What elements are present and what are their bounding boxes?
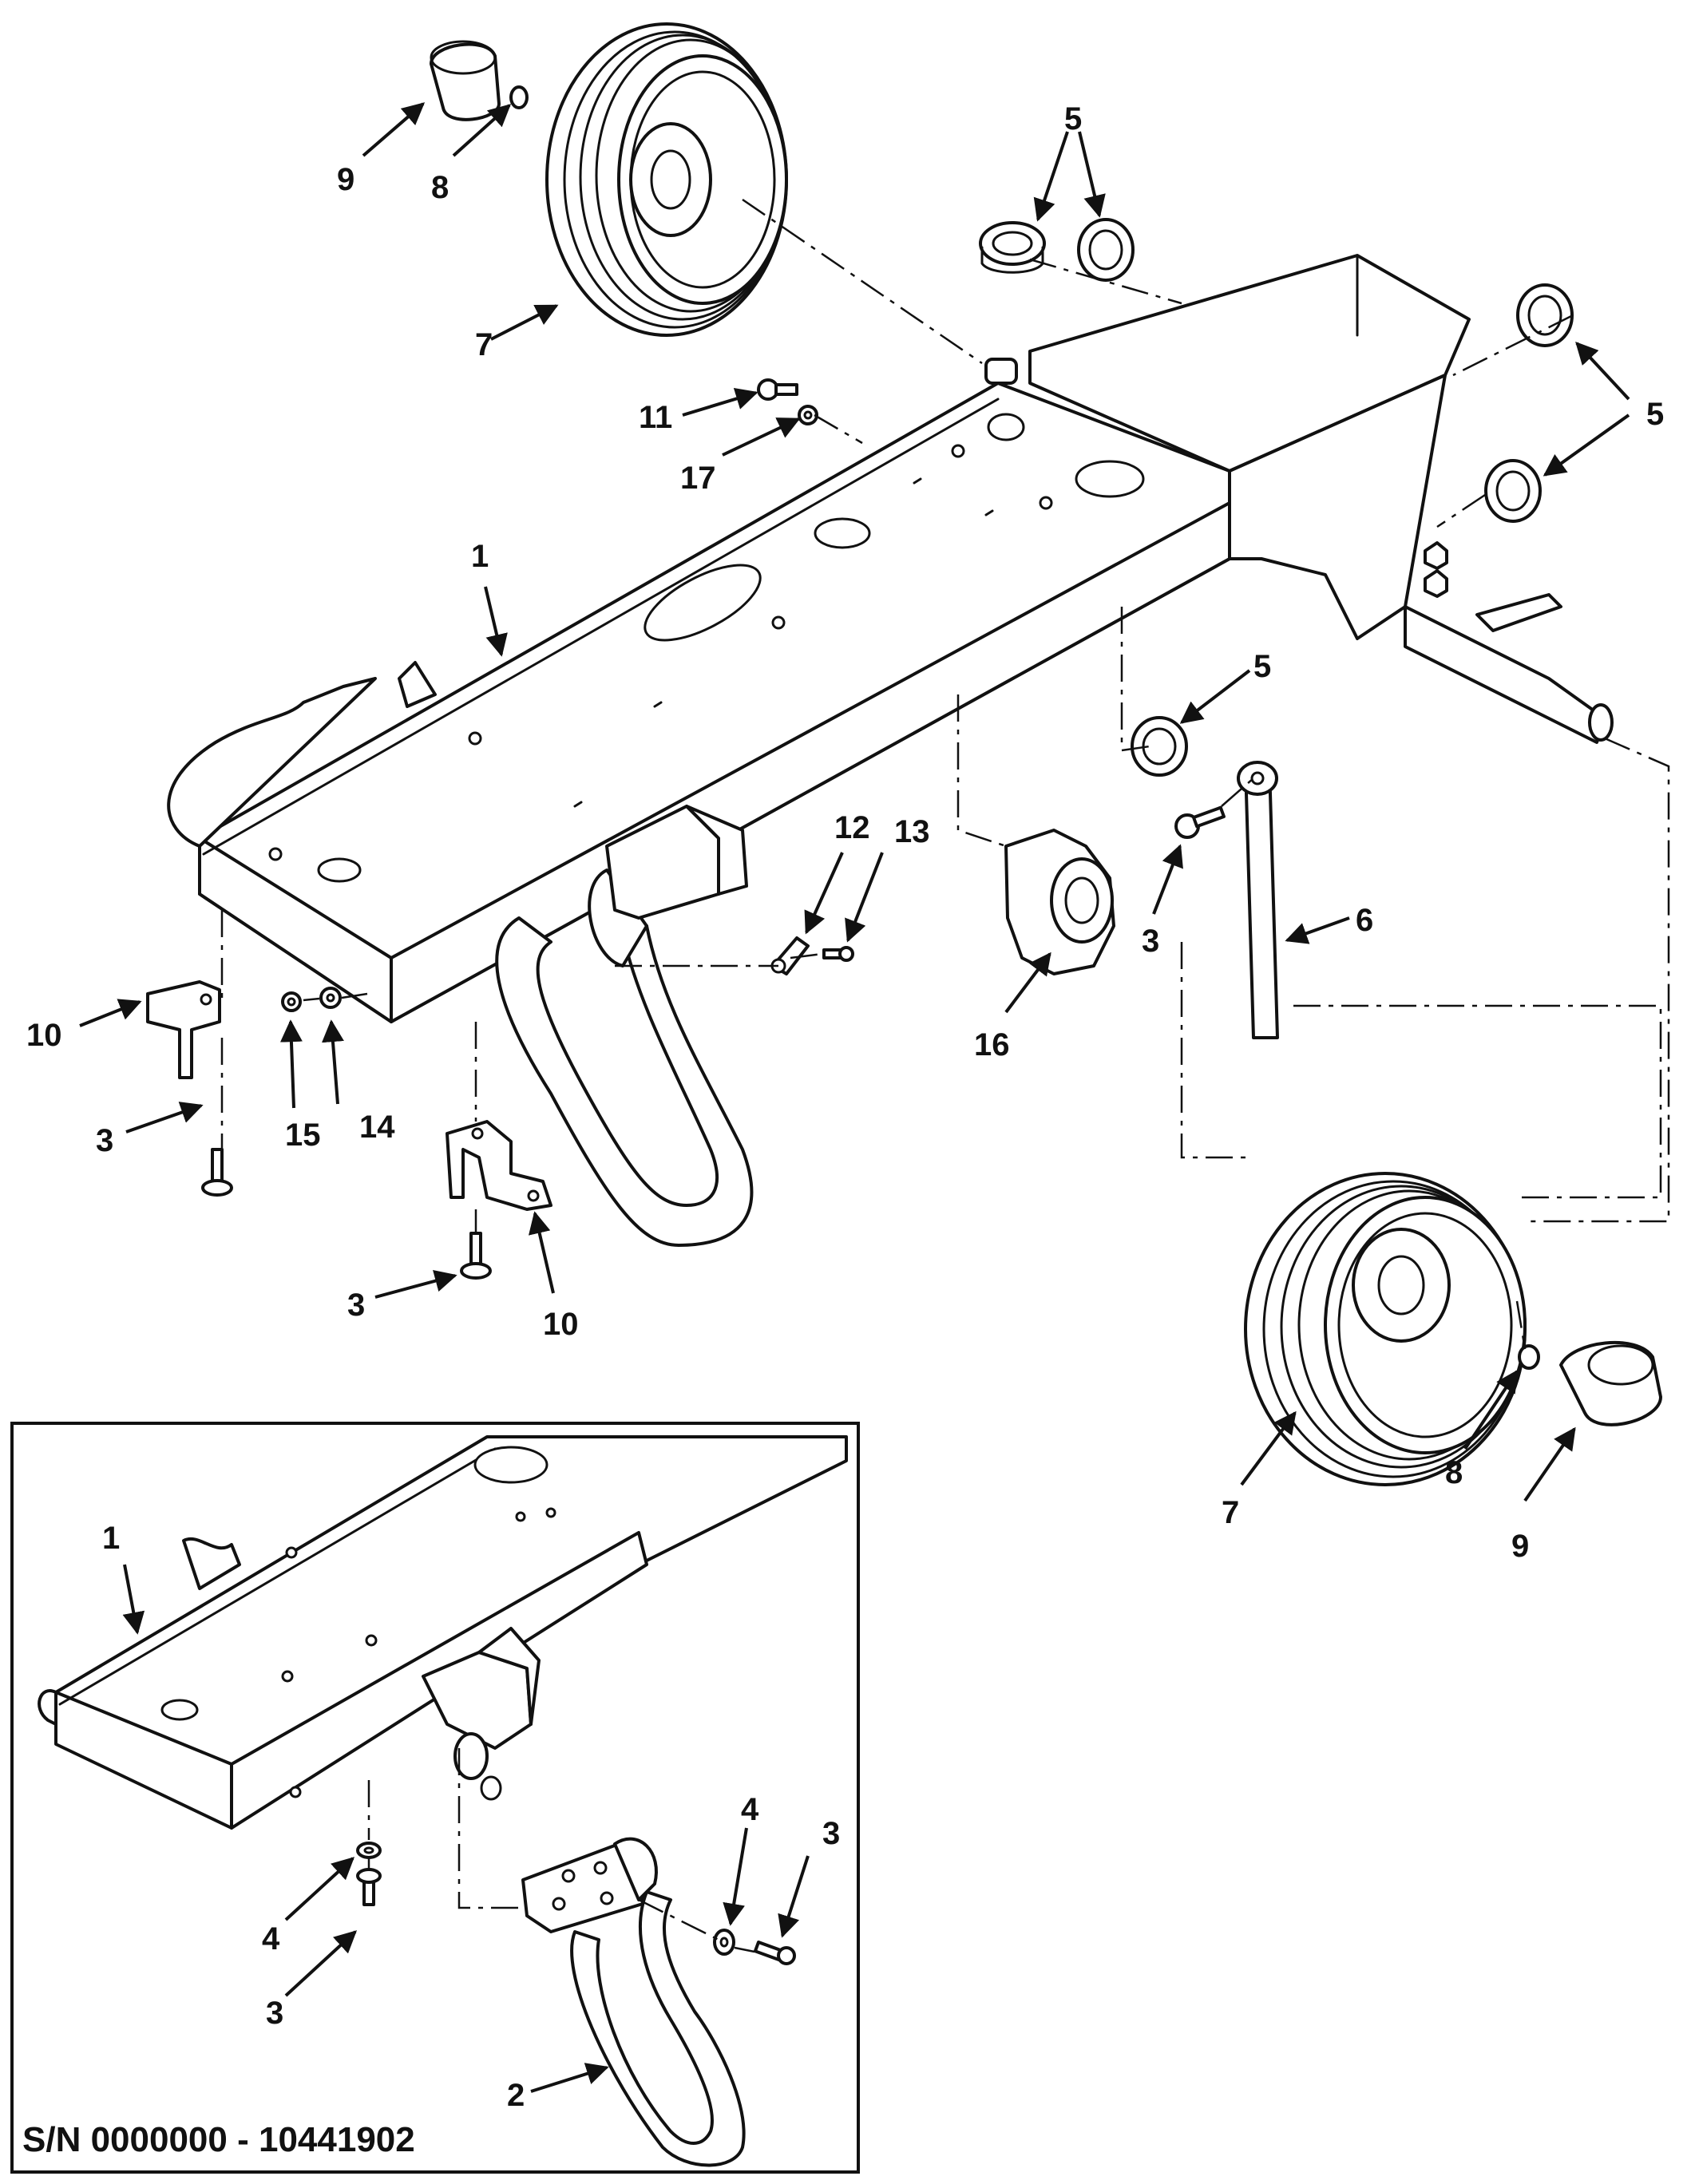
callout-10-bottom: 10: [543, 1307, 579, 1342]
bolt-11: [757, 378, 798, 401]
hub-cap-9-top: [430, 40, 501, 121]
inset-washer-left: [356, 1842, 382, 1859]
rear-axle-housing: [984, 254, 1614, 744]
callout-inset-3-right: 3: [822, 1816, 840, 1851]
callout-14: 14: [359, 1110, 395, 1145]
callout-inset-2: 2: [507, 2078, 525, 2113]
serial-number-range: S/N 0000000 - 10441902: [22, 2120, 415, 2159]
callout-15: 15: [285, 1118, 321, 1153]
callout-9-bottom: 9: [1511, 1529, 1529, 1564]
inset-bolt-right: [753, 1941, 796, 1965]
grommet-5-d: [1484, 459, 1542, 523]
callout-17: 17: [680, 461, 716, 496]
front-bracket: [146, 980, 221, 1079]
handle-u-bar: [495, 805, 754, 1247]
snap-ring-8-bottom: [1518, 1344, 1540, 1370]
ring-terminal-12: [770, 936, 810, 975]
grommet-5-b: [1077, 218, 1135, 282]
inset-bolt-left: [356, 1868, 382, 1906]
callout-8-top: 8: [431, 170, 449, 205]
bolt-left: [201, 1148, 233, 1197]
grommet-5-a: [979, 221, 1046, 274]
inset-assembly-lines: [367, 1748, 755, 1953]
callout-6: 6: [1356, 903, 1373, 938]
inset-washer-right: [713, 1929, 735, 1956]
leader-arrows: [79, 102, 1630, 2093]
grommet-5-e: [1131, 716, 1188, 777]
inset-handle-2: [521, 1837, 746, 2167]
inset-handle-bracket: [422, 1627, 541, 1801]
inset-frame: [10, 1422, 860, 2174]
bolt-bottom: [460, 1232, 492, 1280]
side-bracket: [446, 1120, 552, 1211]
callout-3-left: 3: [96, 1123, 113, 1158]
flat-bar-6: [1237, 761, 1279, 1039]
callout-3-bottom: 3: [347, 1288, 365, 1323]
callout-11: 11: [639, 400, 672, 435]
pulley-16: [1004, 829, 1115, 975]
callout-inset-4-left: 4: [262, 1921, 280, 1956]
callout-10-left: 10: [26, 1018, 62, 1053]
snap-ring-8-top: [509, 85, 529, 109]
bolt-right: [1174, 805, 1226, 839]
callout-inset-4-right: 4: [741, 1792, 759, 1827]
grommet-5-c: [1516, 283, 1574, 347]
callout-5-mid: 5: [1253, 649, 1271, 684]
callout-9-top: 9: [337, 162, 354, 197]
callout-12: 12: [834, 810, 870, 845]
callout-7-bottom: 7: [1222, 1495, 1239, 1530]
hub-cap-9-bottom: [1559, 1340, 1662, 1426]
callout-5-right: 5: [1646, 397, 1664, 432]
screw-13: [822, 946, 854, 962]
callout-7-top: 7: [475, 327, 493, 362]
callout-1: 1: [471, 539, 489, 574]
callout-16: 16: [974, 1027, 1010, 1062]
callout-8-bottom: 8: [1445, 1455, 1463, 1490]
wheel-top: [545, 22, 788, 337]
wheel-bottom: [1244, 1172, 1527, 1486]
callout-inset-1: 1: [102, 1521, 120, 1556]
assembly-lines: [220, 198, 1670, 1350]
inset-frame-rail: [38, 1435, 848, 1830]
callout-3-right: 3: [1142, 924, 1159, 959]
callout-labels: 9 8 7 5 5 11 17 1 5 12 13 6 3 16 10 3 15…: [26, 101, 1664, 2113]
callout-5-top: 5: [1064, 101, 1082, 136]
callout-inset-3-left: 3: [266, 1996, 283, 2031]
callout-13: 13: [894, 814, 930, 849]
